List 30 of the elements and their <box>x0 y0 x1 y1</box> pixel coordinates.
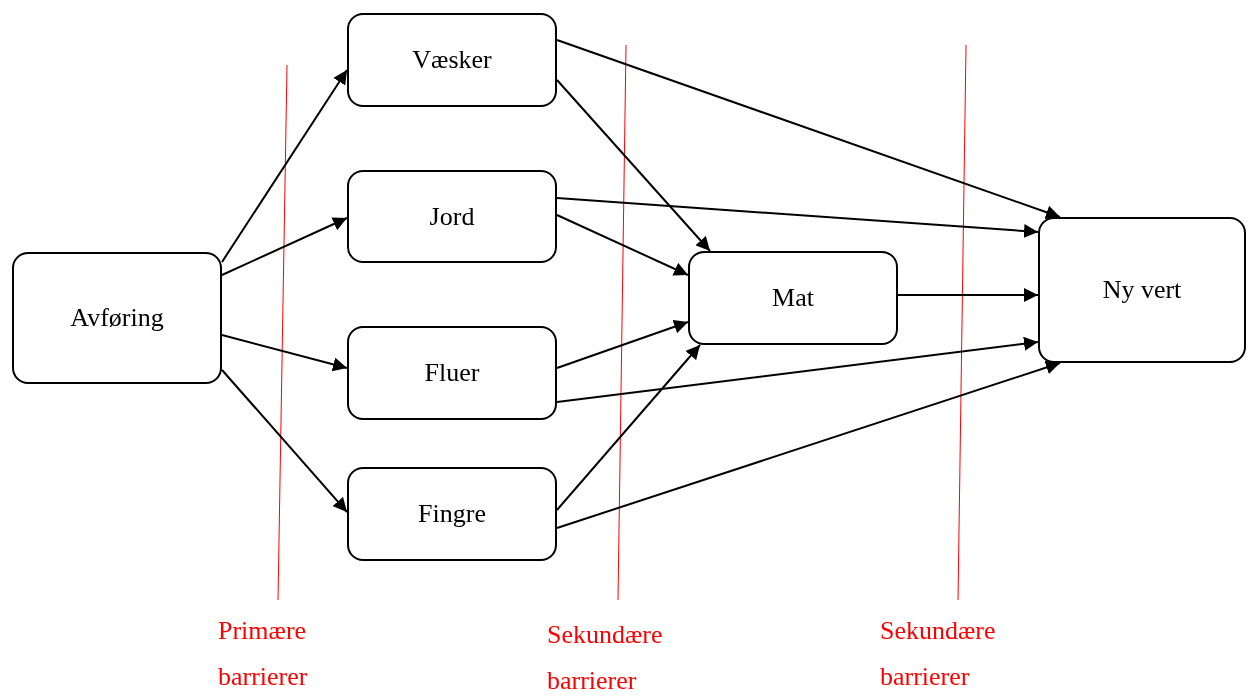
barrier-label: Primære barrierer <box>218 615 309 693</box>
arrow <box>556 79 711 252</box>
process-box <box>12 252 222 384</box>
node-label: Fingre <box>418 499 486 529</box>
barrier-label: Sekundære barrierer <box>547 619 664 697</box>
arrow <box>556 39 1061 219</box>
arrow <box>556 336 1039 403</box>
arrow <box>556 360 1061 529</box>
process-box <box>1038 217 1246 363</box>
process-box <box>347 13 557 107</box>
node-label: Væsker <box>412 45 492 75</box>
arrow <box>221 369 348 513</box>
node-label: Mat <box>772 283 814 313</box>
process-box <box>347 326 557 420</box>
process-box <box>688 251 898 345</box>
arrow <box>556 320 689 369</box>
node-label: Ny vert <box>1102 275 1182 305</box>
node-label: Avføring <box>70 303 164 333</box>
barrier-label: Sekundære barrierer <box>880 615 997 693</box>
process-box <box>347 170 557 263</box>
arrow <box>556 197 1039 238</box>
arrow <box>221 217 348 276</box>
arrow <box>556 214 689 276</box>
node-label: Fluer <box>424 358 480 388</box>
node-label: Jord <box>429 201 475 232</box>
arrow <box>556 344 701 511</box>
arrow <box>221 69 348 263</box>
arrow <box>897 288 1039 302</box>
arrow <box>221 334 348 372</box>
process-box <box>347 467 557 561</box>
